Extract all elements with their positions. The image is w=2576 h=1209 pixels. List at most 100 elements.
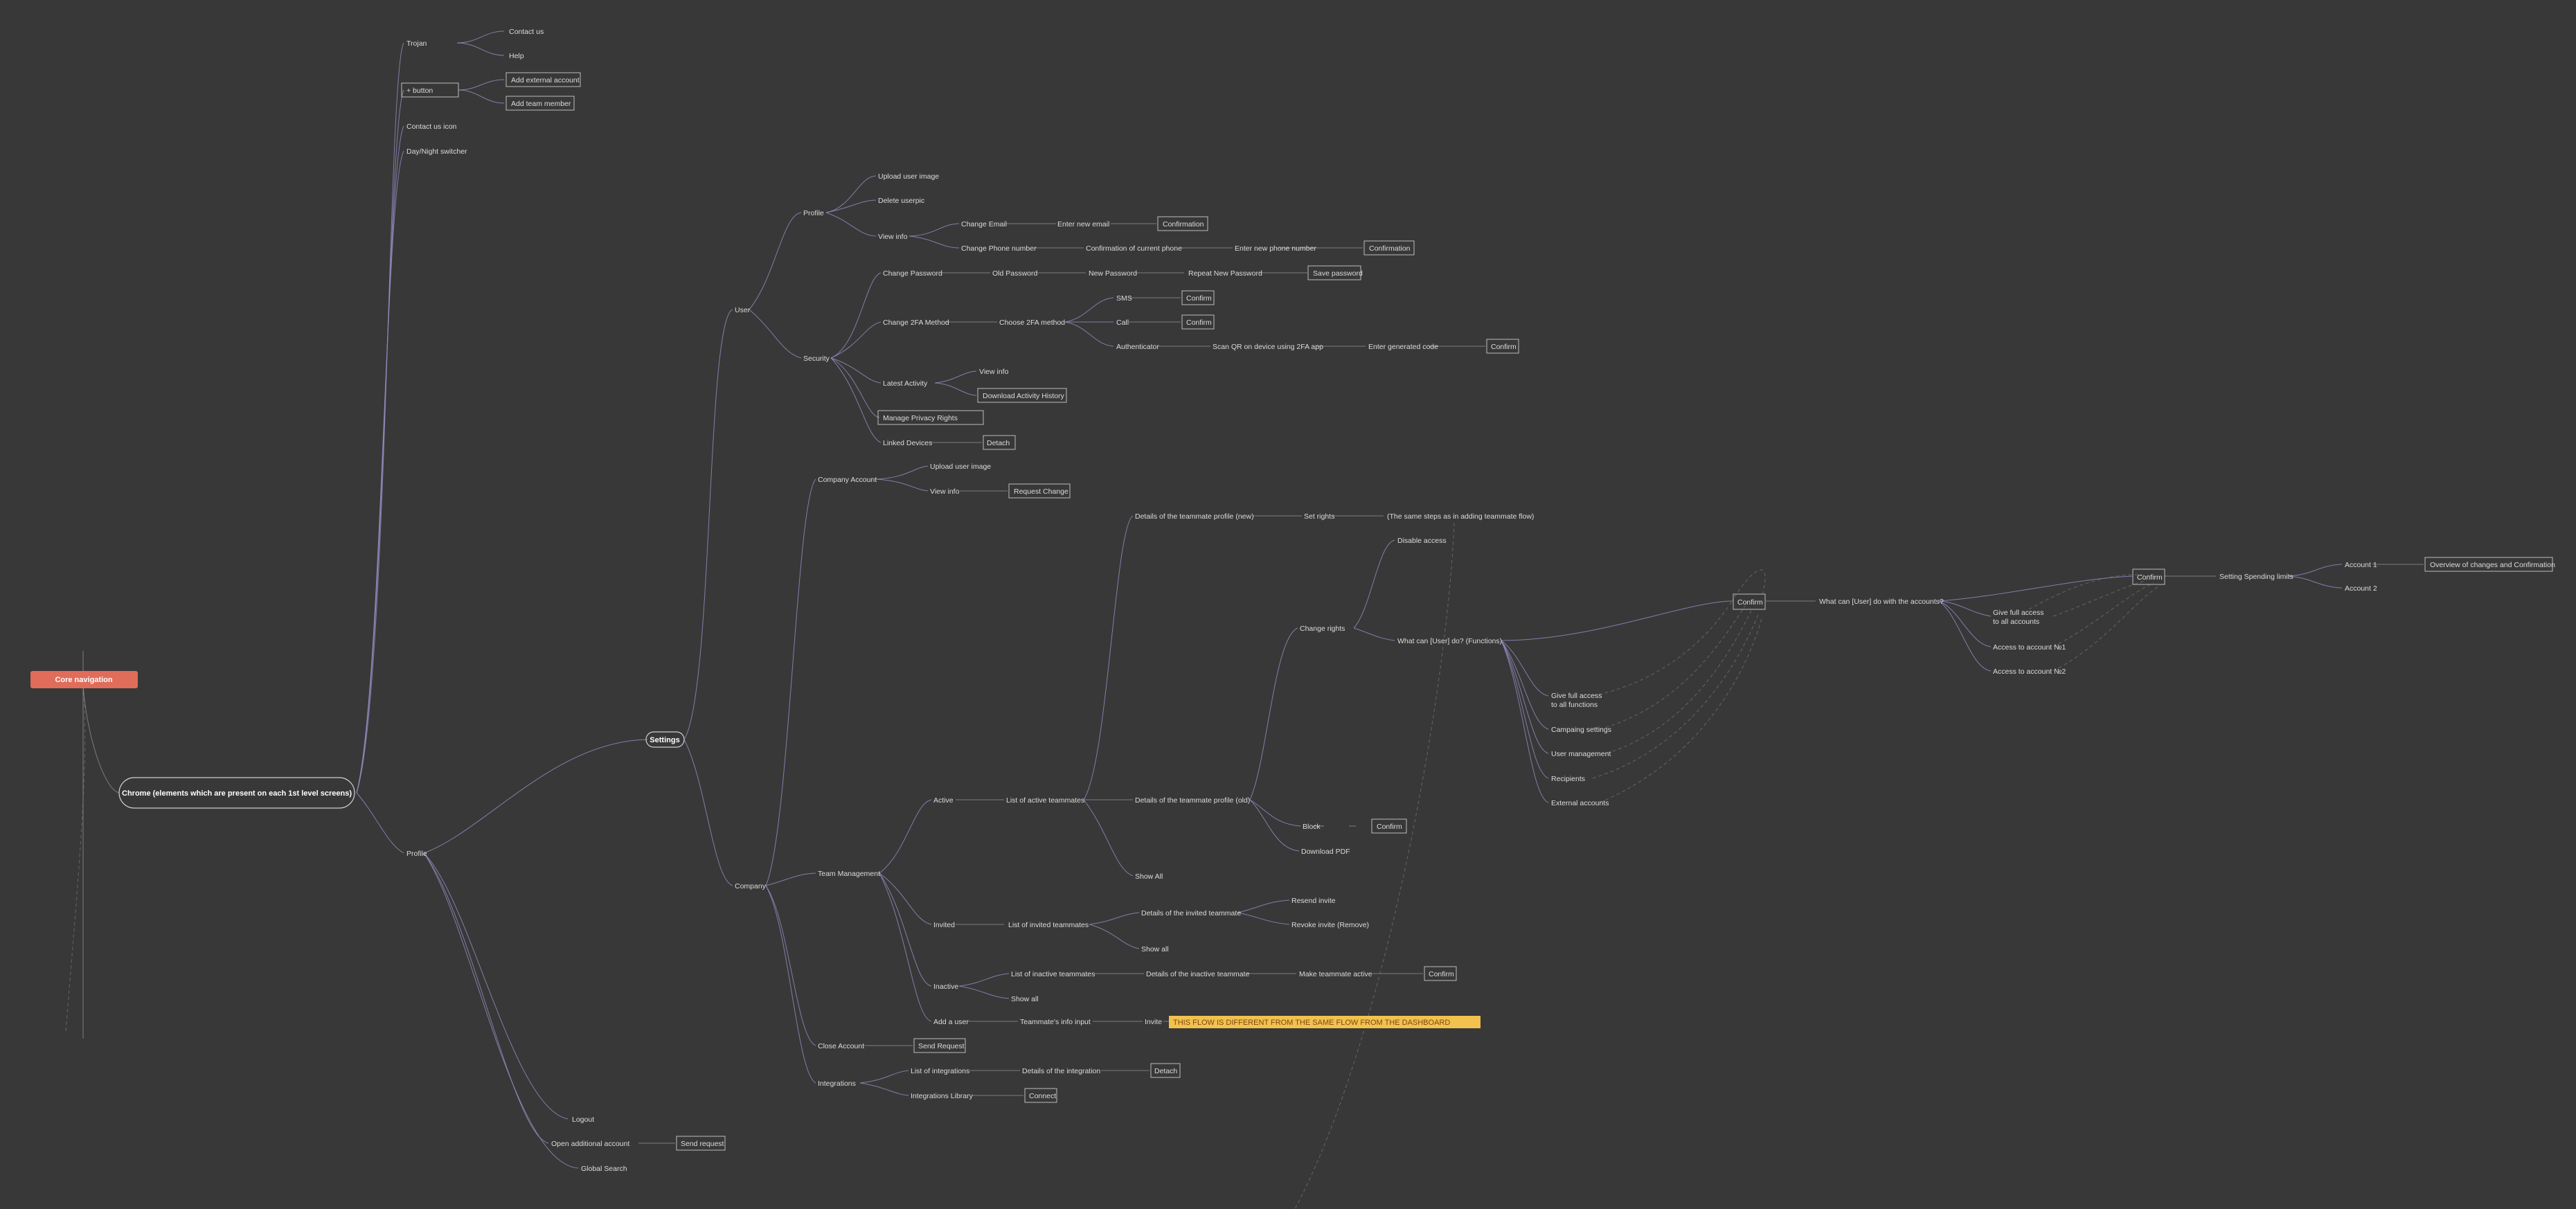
account-2-node[interactable]: Account 2 — [2345, 584, 2377, 593]
user-node[interactable]: User — [735, 306, 751, 314]
rights-confirm-node[interactable]: Confirm — [1733, 593, 1766, 610]
invited-node[interactable]: Invited — [933, 921, 955, 929]
enter-new-phone-node[interactable]: Enter new phone number — [1235, 244, 1316, 253]
authenticator-confirm-node[interactable]: Confirm — [1486, 339, 1519, 354]
new-password-node[interactable]: New Password — [1089, 269, 1137, 278]
day-night-switcher-node[interactable]: Day/Night switcher — [406, 147, 467, 156]
list-inactive-teammates-node[interactable]: List of inactive teammates — [1011, 970, 1095, 978]
plus-button-node[interactable]: + button — [401, 82, 459, 98]
disable-access-node[interactable]: Disable access — [1397, 537, 1447, 545]
view-info-node[interactable]: View info — [878, 233, 908, 241]
list-invited-teammates-node[interactable]: List of invited teammates — [1008, 921, 1089, 929]
profile-node[interactable]: Profile — [406, 850, 427, 858]
team-management-node[interactable]: Team Management — [818, 870, 880, 878]
linked-devices-detach-node[interactable]: Detach — [983, 435, 1016, 450]
change-2fa-node[interactable]: Change 2FA Method — [883, 319, 949, 327]
global-search-node[interactable]: Global Search — [581, 1165, 627, 1173]
repeat-new-password-node[interactable]: Repeat New Password — [1188, 269, 1262, 278]
phone-confirmation-node[interactable]: Confirmation — [1363, 240, 1415, 256]
show-all-inactive-node[interactable]: Show all — [1011, 995, 1039, 1003]
download-activity-history-node[interactable]: Download Activity History — [977, 388, 1067, 403]
integrations-node[interactable]: Integrations — [818, 1080, 856, 1088]
help-node[interactable]: Help — [509, 52, 524, 60]
add-user-node[interactable]: Add a user — [933, 1018, 969, 1026]
manage-privacy-rights-node[interactable]: Manage Privacy Rights — [877, 410, 984, 425]
enter-new-email-node[interactable]: Enter new email — [1057, 220, 1109, 229]
give-full-access-functions-node-2[interactable]: to all functions — [1551, 701, 1598, 709]
contact-us-node[interactable]: Contact us — [509, 28, 544, 36]
company-view-info-node[interactable]: View info — [930, 487, 960, 496]
user-profile-node[interactable]: Profile — [803, 209, 824, 217]
change-email-node[interactable]: Change Email — [961, 220, 1007, 229]
integrations-library-node[interactable]: Integrations Library — [911, 1092, 974, 1100]
details-new-node[interactable]: Details of the teammate profile (new) — [1135, 512, 1254, 521]
latest-activity-node[interactable]: Latest Activity — [883, 379, 928, 388]
linked-devices-node[interactable]: Linked Devices — [883, 439, 932, 447]
setting-spending-limits-node[interactable]: Setting Spending limits — [2219, 573, 2293, 581]
list-active-teammates-node[interactable]: List of active teammates — [1006, 796, 1084, 805]
details-old-node[interactable]: Details of the teammate profile (old) — [1135, 796, 1250, 805]
what-can-user-do-node[interactable]: What can [User] do? (Functions) — [1397, 637, 1502, 645]
resend-invite-node[interactable]: Resend invite — [1291, 897, 1336, 905]
scan-qr-node[interactable]: Scan QR on device using 2FA app — [1213, 343, 1323, 351]
company-upload-image-node[interactable]: Upload user image — [930, 463, 991, 471]
change-rights-node[interactable]: Change rights — [1300, 625, 1345, 633]
upload-user-image-node[interactable]: Upload user image — [878, 172, 939, 181]
integration-detach-node[interactable]: Detach — [1150, 1063, 1181, 1078]
chrome-node[interactable]: Chrome (elements which are present on ea… — [118, 777, 355, 809]
company-node[interactable]: Company — [735, 882, 767, 890]
change-phone-node[interactable]: Change Phone number — [961, 244, 1037, 253]
block-node[interactable]: Block — [1303, 823, 1321, 831]
request-change-node[interactable]: Request Change — [1008, 483, 1071, 499]
account-1-node[interactable]: Account 1 — [2345, 561, 2377, 569]
email-confirmation-node[interactable]: Confirmation — [1157, 216, 1208, 231]
open-additional-account-node[interactable]: Open additional account — [551, 1140, 629, 1148]
download-pdf-node[interactable]: Download PDF — [1301, 848, 1350, 856]
add-team-member-node[interactable]: Add team member — [506, 96, 575, 111]
recipients-node[interactable]: Recipients — [1551, 775, 1585, 783]
give-full-access-accounts-node-1[interactable]: Give full access — [1993, 609, 2044, 617]
overview-changes-node[interactable]: Overview of changes and Confirmation — [2424, 557, 2555, 572]
give-full-access-accounts-node-2[interactable]: to all accounts — [1993, 618, 2039, 626]
list-integrations-node[interactable]: List of integrations — [911, 1067, 969, 1075]
invite-node[interactable]: Invite — [1145, 1018, 1162, 1026]
accounts-confirm-node[interactable]: Confirm — [2132, 568, 2165, 585]
details-inactive-node[interactable]: Details of the inactive teammate — [1146, 970, 1250, 978]
close-account-send-request-node[interactable]: Send Request — [913, 1038, 966, 1053]
make-active-node[interactable]: Make teammate active — [1299, 970, 1372, 978]
same-steps-node[interactable]: (The same steps as in adding teammate fl… — [1387, 512, 1534, 521]
show-all-active-node[interactable]: Show All — [1135, 872, 1163, 881]
sms-confirm-node[interactable]: Confirm — [1181, 290, 1215, 305]
open-account-send-request-node[interactable]: Send request — [676, 1136, 726, 1151]
security-node[interactable]: Security — [803, 355, 830, 363]
enter-generated-code-node[interactable]: Enter generated code — [1368, 343, 1438, 351]
trojan-node[interactable]: Trojan — [406, 39, 427, 48]
close-account-node[interactable]: Close Account — [818, 1042, 864, 1050]
call-confirm-node[interactable]: Confirm — [1181, 314, 1215, 330]
save-password-node[interactable]: Save password — [1307, 265, 1363, 280]
confirm-current-phone-node[interactable]: Confirmation of current phone — [1086, 244, 1182, 253]
integration-connect-node[interactable]: Connect — [1024, 1088, 1057, 1103]
company-account-node[interactable]: Company Account — [818, 476, 877, 484]
sms-node[interactable]: SMS — [1116, 294, 1132, 303]
activity-view-info-node[interactable]: View info — [979, 368, 1009, 376]
add-external-account-node[interactable]: Add external account — [506, 72, 581, 87]
give-full-access-functions-node-1[interactable]: Give full access — [1551, 692, 1602, 700]
what-can-accounts-node[interactable]: What can [User] do with the accounts? — [1819, 598, 1944, 606]
delete-userpic-node[interactable]: Delete userpic — [878, 197, 924, 205]
revoke-invite-node[interactable]: Revoke invite (Remove) — [1291, 921, 1369, 929]
settings-node[interactable]: Settings — [645, 731, 685, 748]
set-rights-node[interactable]: Set rights — [1304, 512, 1334, 521]
active-node[interactable]: Active — [933, 796, 954, 805]
authenticator-node[interactable]: Authenticator — [1116, 343, 1159, 351]
access-account-1-node[interactable]: Access to account №1 — [1993, 643, 2066, 652]
show-all-invited-node[interactable]: Show all — [1141, 945, 1169, 953]
access-account-2-node[interactable]: Access to account №2 — [1993, 668, 2066, 676]
choose-2fa-node[interactable]: Choose 2FA method — [999, 319, 1065, 327]
root-node[interactable]: Core navigation — [30, 671, 138, 688]
make-active-confirm-node[interactable]: Confirm — [1424, 966, 1457, 981]
change-password-node[interactable]: Change Password — [883, 269, 942, 278]
external-accounts-node[interactable]: External accounts — [1551, 799, 1609, 807]
block-confirm-node[interactable]: Confirm — [1371, 818, 1407, 834]
contact-us-icon-node[interactable]: Contact us icon — [406, 123, 457, 131]
